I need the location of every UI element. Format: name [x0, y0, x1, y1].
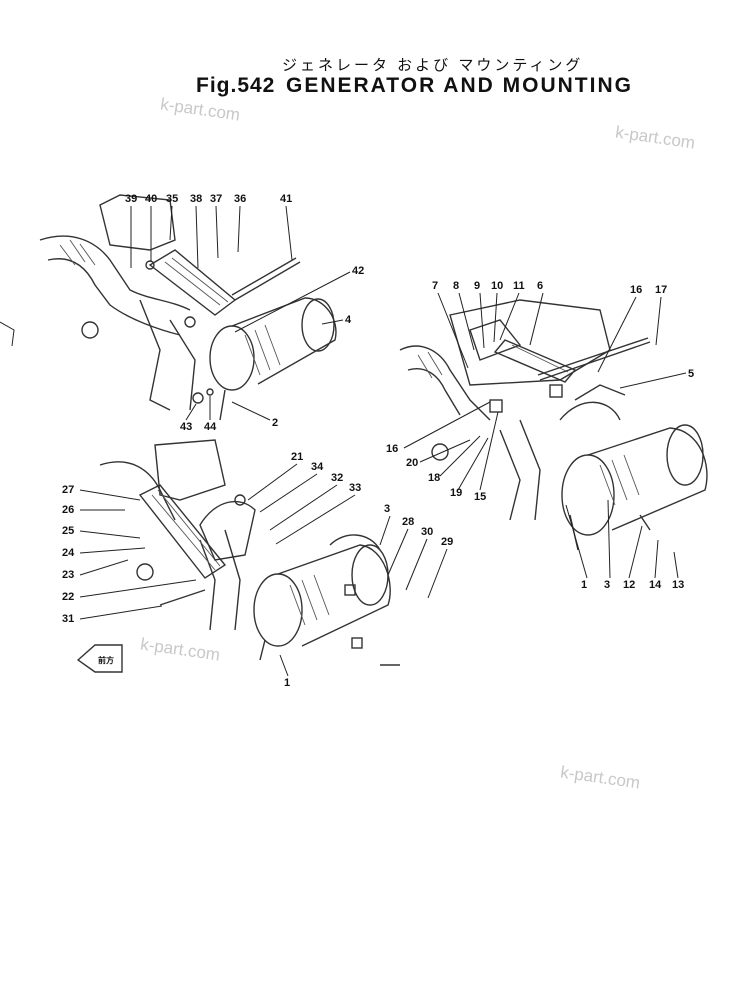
generator-top-left [192, 297, 337, 421]
callouts-top-left: 39 40 35 38 37 36 41 42 4 2 43 44 [125, 193, 364, 433]
callout-label: 3 [384, 503, 390, 515]
callout-label: 25 [62, 525, 74, 537]
callout-label: 33 [349, 482, 361, 494]
callout-label: 41 [280, 193, 292, 205]
callout-label: 34 [311, 461, 324, 473]
figure-number: Fig.542 [196, 74, 276, 97]
callout-label: 5 [688, 368, 694, 380]
front-direction-arrow: 前方 [76, 644, 123, 673]
callout-label: 14 [649, 579, 662, 591]
callout-label: 22 [62, 591, 74, 603]
callout-label: 9 [474, 280, 480, 292]
callout-label: 31 [62, 613, 74, 625]
edge-mark [0, 321, 15, 347]
callout-label: 35 [166, 193, 178, 205]
callout-label: 28 [402, 516, 414, 528]
callout-label: 1 [284, 677, 290, 689]
callout-label: 18 [428, 472, 440, 484]
callout-label: 44 [204, 421, 217, 433]
callout-label: 27 [62, 484, 74, 496]
generator-right [559, 384, 708, 551]
callouts-bottom-left: 27 26 25 24 23 22 31 21 34 32 33 3 28 30… [62, 451, 453, 689]
front-marker-text: 前方 [98, 655, 114, 665]
callout-label: 24 [62, 547, 75, 559]
callout-label: 1 [581, 579, 587, 591]
callout-label: 17 [655, 284, 667, 296]
callouts-right: 7 8 9 10 11 6 16 17 5 16 20 18 19 15 1 3… [386, 280, 694, 591]
callout-label: 6 [537, 280, 543, 292]
callout-label: 16 [386, 443, 398, 455]
callout-label: 19 [450, 487, 462, 499]
callout-label: 30 [421, 526, 433, 538]
callout-label: 37 [210, 193, 222, 205]
callout-label: 12 [623, 579, 635, 591]
callout-label: 20 [406, 457, 418, 469]
mounting-bracket-top [145, 249, 301, 328]
callout-label: 21 [291, 451, 303, 463]
callout-label: 3 [604, 579, 610, 591]
mounting-bracket-bottom [138, 484, 256, 606]
callout-label: 15 [474, 491, 486, 503]
generator-bottom-left [253, 534, 400, 666]
callout-label: 7 [432, 280, 438, 292]
callout-label: 23 [62, 569, 74, 581]
callout-label: 13 [672, 579, 684, 591]
callout-label: 11 [513, 280, 525, 292]
callout-label: 36 [234, 193, 246, 205]
callout-label: 2 [272, 417, 278, 429]
callout-label: 4 [345, 314, 352, 326]
callout-label: 32 [331, 472, 343, 484]
callout-label: 16 [630, 284, 642, 296]
callout-label: 29 [441, 536, 453, 548]
callout-label: 39 [125, 193, 137, 205]
callout-label: 38 [190, 193, 202, 205]
callout-label: 8 [453, 280, 459, 292]
callout-label: 43 [180, 421, 192, 433]
engine-block-top-left [39, 194, 196, 411]
callout-label: 26 [62, 504, 74, 516]
callout-label: 42 [352, 265, 364, 277]
engine-block-bottom-left [99, 439, 241, 631]
callout-label: 40 [145, 193, 157, 205]
engine-block-right [399, 299, 611, 521]
title-japanese: ジェネレータ および マウンティング [282, 57, 584, 74]
mounting-bracket-right [469, 319, 651, 413]
callout-label: 10 [491, 280, 503, 292]
figure-title: GENERATOR AND MOUNTING [286, 74, 633, 97]
